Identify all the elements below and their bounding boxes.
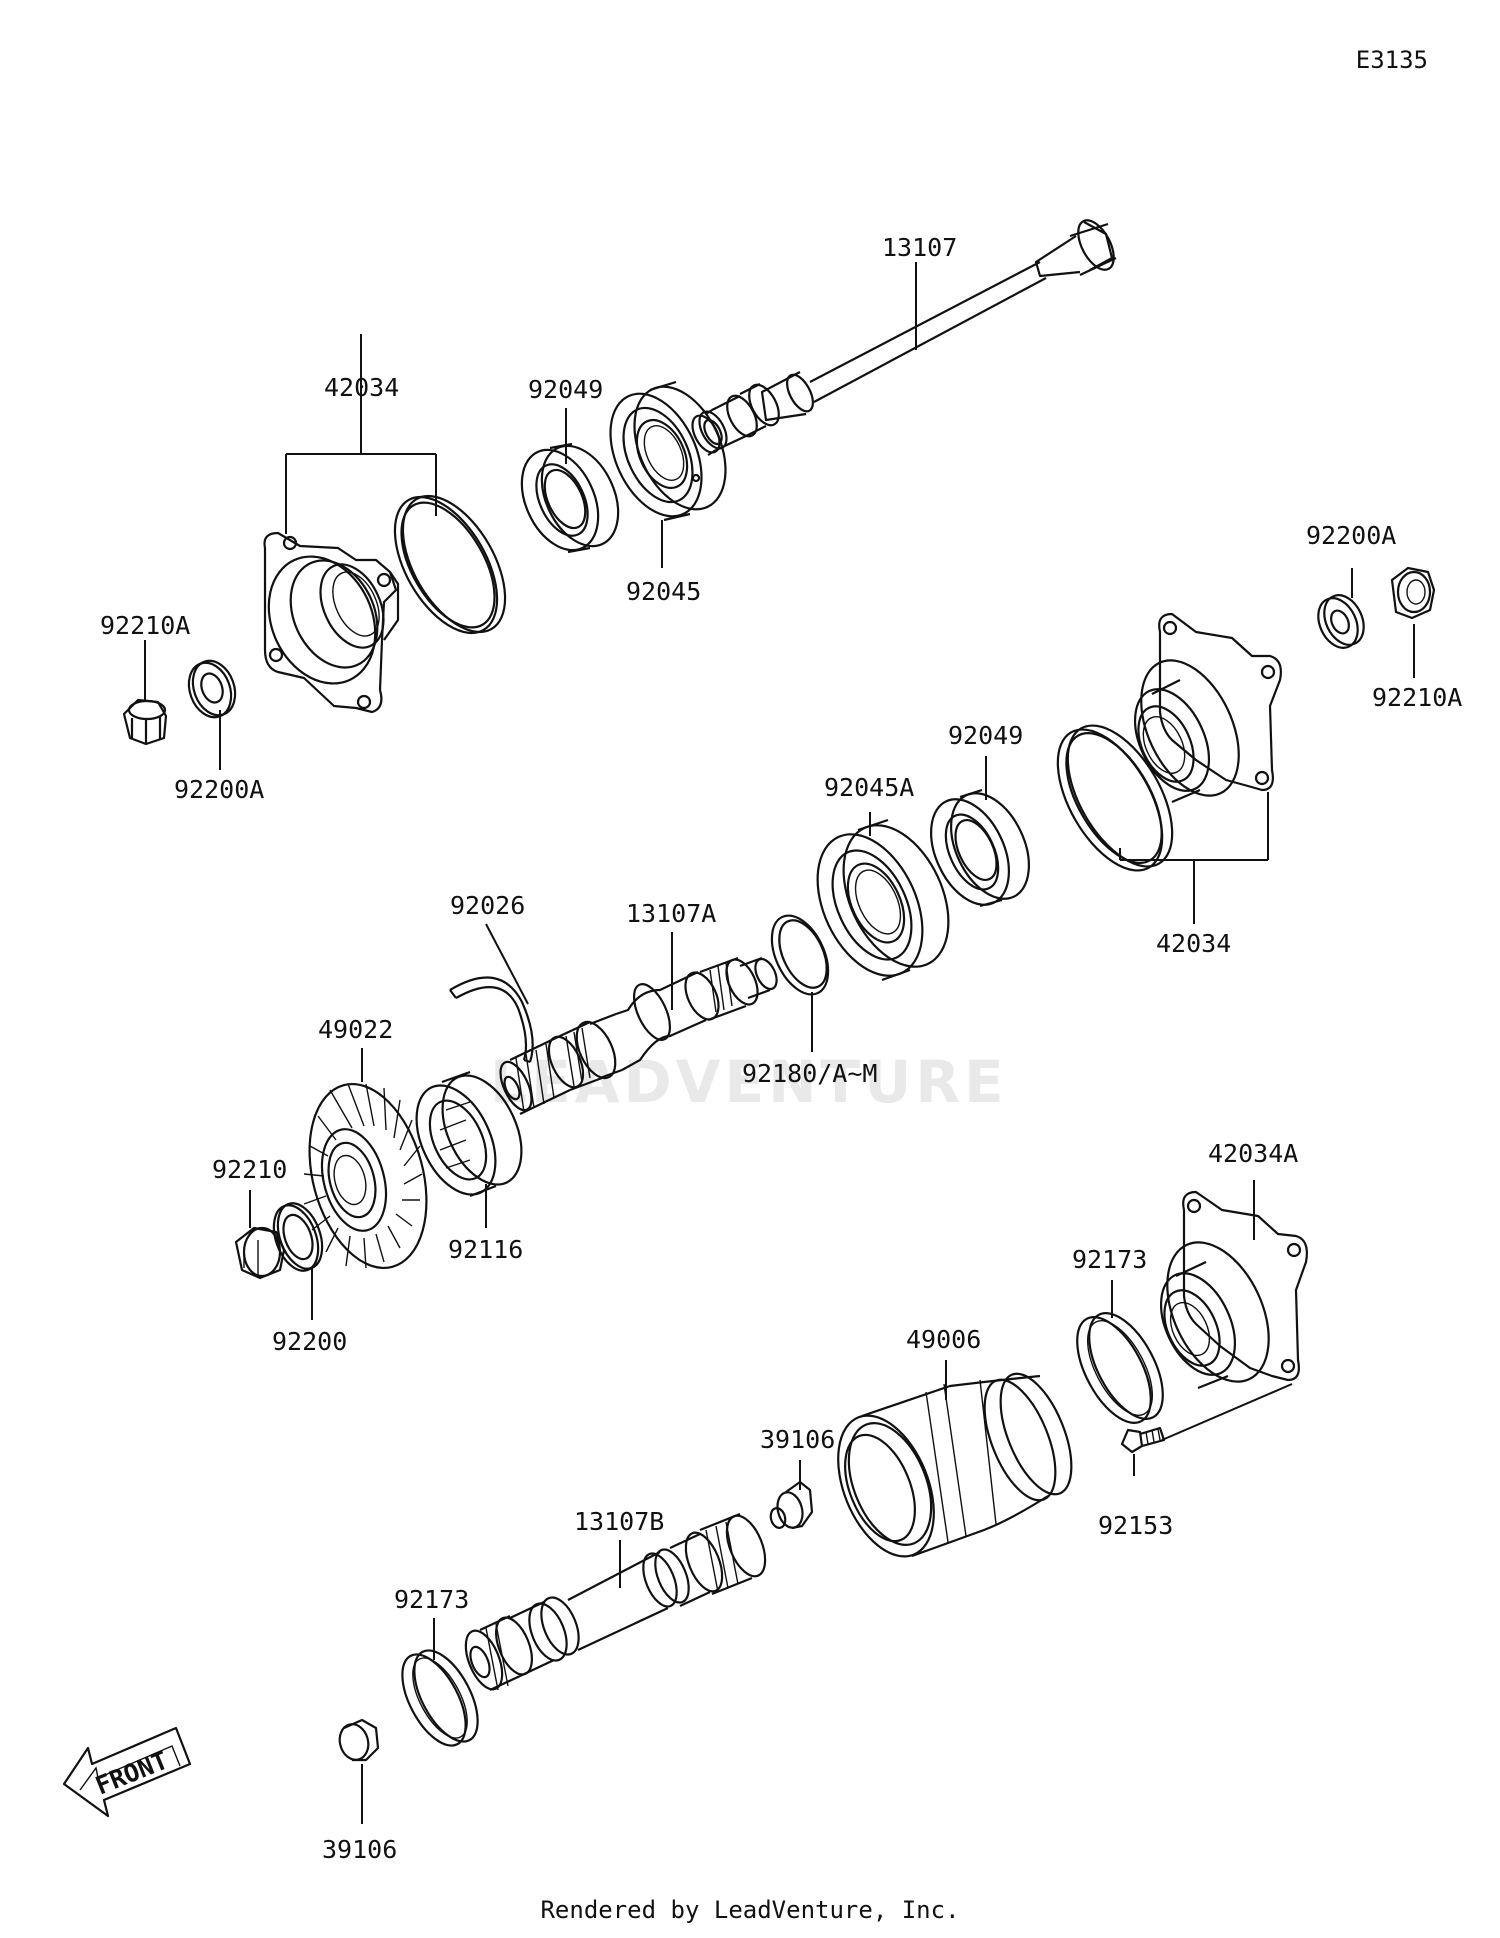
label-42034A[interactable]: 42034A [1208, 1139, 1298, 1168]
part-92116-bearing[interactable] [401, 1063, 538, 1207]
label-42034-mid[interactable]: 42034 [1156, 929, 1231, 958]
label-92210A-left[interactable]: 92210A [100, 611, 190, 640]
part-49022-bevel-gear[interactable] [291, 1071, 446, 1281]
part-92210A-nut-left[interactable] [122, 698, 168, 746]
label-92045A[interactable]: 92045A [824, 773, 914, 802]
part-92045-bearing-top[interactable] [592, 372, 743, 531]
part-13107A-shaft[interactable] [494, 955, 781, 1115]
label-13107B[interactable]: 13107B [574, 1507, 664, 1536]
part-92210-nut[interactable] [234, 1226, 286, 1280]
label-92173-right[interactable]: 92173 [1072, 1245, 1147, 1274]
part-42034A-housing[interactable] [1146, 1190, 1308, 1398]
part-92210A-nut-right[interactable] [1390, 566, 1436, 620]
label-92200A-left[interactable]: 92200A [174, 775, 264, 804]
footer-credit: Rendered by LeadVenture, Inc. [540, 1896, 960, 1924]
part-13107-shaft[interactable] [687, 215, 1121, 457]
part-13107B-shaft[interactable] [458, 1510, 772, 1694]
label-92045[interactable]: 92045 [626, 577, 701, 606]
label-42034-top[interactable]: 42034 [324, 373, 399, 402]
label-92210A-right[interactable]: 92210A [1372, 683, 1462, 712]
part-42034-housing-top[interactable] [249, 531, 400, 714]
label-49022[interactable]: 49022 [318, 1015, 393, 1044]
label-39106-mid[interactable]: 39106 [760, 1425, 835, 1454]
part-labels: 13107 42034 92049 92045 92210A 92200A 92… [100, 233, 1462, 1864]
part-42034-ring-top[interactable] [374, 479, 526, 650]
front-label: FRONT [91, 1745, 172, 1800]
label-39106-bottom[interactable]: 39106 [322, 1835, 397, 1864]
diagram-code: E3135 [1355, 46, 1428, 74]
part-92180-shim[interactable] [760, 907, 839, 1003]
part-92045A-bearing[interactable] [797, 809, 970, 993]
label-92173-left[interactable]: 92173 [394, 1585, 469, 1614]
label-92026[interactable]: 92026 [450, 891, 525, 920]
part-92049-seal-top[interactable] [507, 434, 633, 563]
part-92173-ring-right[interactable] [1062, 1302, 1178, 1435]
part-39106-plug-mid[interactable] [769, 1480, 814, 1530]
part-92026-circlip[interactable] [449, 976, 534, 1064]
front-direction-arrow: FRONT [62, 1726, 192, 1818]
label-92116[interactable]: 92116 [448, 1235, 523, 1264]
label-92200A-right[interactable]: 92200A [1306, 521, 1396, 550]
part-92173-ring-left[interactable] [389, 1641, 490, 1756]
watermark-text: LEADVENTURE [490, 1048, 1008, 1116]
label-92210[interactable]: 92210 [212, 1155, 287, 1184]
part-49006-coupling[interactable] [819, 1364, 1086, 1570]
label-13107[interactable]: 13107 [882, 233, 957, 262]
part-42034-housing-mid[interactable] [1120, 612, 1282, 811]
label-92200[interactable]: 92200 [272, 1327, 347, 1356]
part-92200A-washer-left[interactable] [182, 655, 243, 723]
label-92049-top[interactable]: 92049 [528, 375, 603, 404]
label-92180[interactable]: 92180/A~M [742, 1059, 877, 1088]
part-39106-plug-bottom[interactable] [336, 1718, 380, 1763]
part-92153-bolt[interactable] [1120, 1426, 1166, 1454]
part-92200A-washer-right[interactable] [1311, 589, 1372, 654]
leader-lines [144, 262, 1415, 1824]
label-92049-mid[interactable]: 92049 [948, 721, 1023, 750]
label-49006[interactable]: 49006 [906, 1325, 981, 1354]
label-13107A[interactable]: 13107A [626, 899, 716, 928]
part-92049-seal-mid[interactable] [916, 781, 1045, 917]
label-92153[interactable]: 92153 [1098, 1511, 1173, 1540]
